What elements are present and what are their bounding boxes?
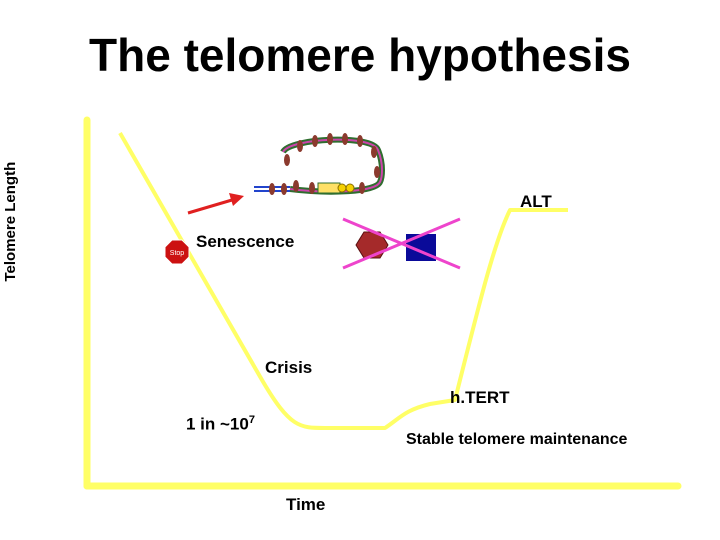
telomere-length-curve — [118, 132, 568, 430]
y-axis-label: Telomere Length — [2, 161, 20, 282]
stop-sign-icon: Stop — [164, 239, 190, 265]
senescence-label: Senescence — [196, 232, 295, 251]
red-arrow-icon — [187, 193, 244, 215]
cross-out-icon — [342, 217, 461, 270]
stop-sign-text: Stop — [170, 250, 185, 257]
chromosome-icon — [254, 133, 385, 195]
odds-label: 1 in ~107 — [186, 414, 255, 435]
page-title: The telomere hypothesis — [89, 29, 631, 81]
odds-exponent: 7 — [248, 414, 255, 426]
x-axis-label: Time — [286, 495, 326, 514]
alt-label: ALT — [520, 192, 552, 211]
crisis-label: Crisis — [265, 358, 313, 377]
htert-label: h.TERT — [450, 388, 510, 407]
odds-prefix: 1 in ~10 — [186, 414, 249, 434]
stable-maintenance-label: Stable telomere maintenance — [406, 431, 628, 448]
